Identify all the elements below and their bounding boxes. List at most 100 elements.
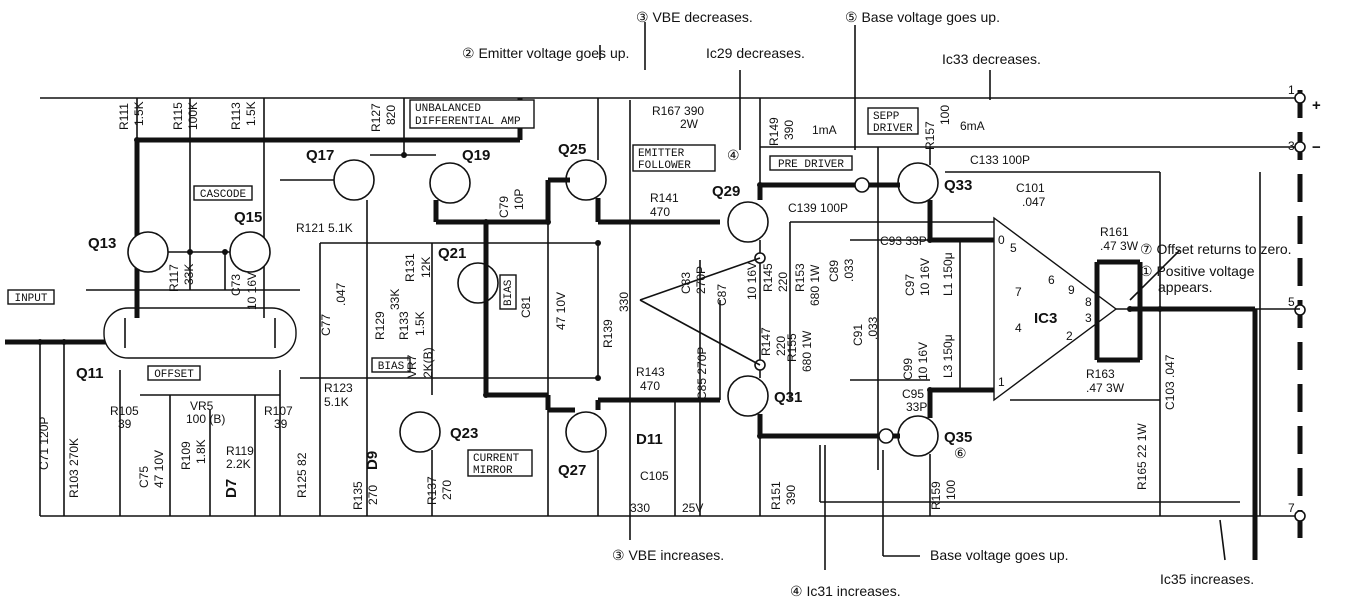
terminal-3[interactable] <box>1294 141 1306 153</box>
svg-text:R125 82: R125 82 <box>295 452 309 498</box>
svg-text:VR7: VR7 <box>405 354 419 378</box>
svg-text:R161: R161 <box>1100 225 1129 239</box>
annotation-step-6: ⑥ <box>954 445 967 461</box>
q31-transistor <box>727 375 769 417</box>
q21-transistor <box>457 262 499 304</box>
svg-text:R117: R117 <box>167 264 181 292</box>
svg-text:270: 270 <box>366 485 380 505</box>
terminal-5[interactable] <box>1294 304 1306 316</box>
svg-text:2W: 2W <box>680 117 699 131</box>
q11-fet-pair <box>103 307 297 359</box>
svg-text:R141: R141 <box>650 191 679 205</box>
q29-transistor <box>727 201 769 243</box>
svg-text:39: 39 <box>118 417 132 431</box>
svg-text:10P: 10P <box>512 189 526 210</box>
svg-text:3: 3 <box>1085 311 1092 325</box>
terminal-7[interactable] <box>1294 510 1306 522</box>
svg-text:R153: R153 <box>793 263 807 292</box>
svg-text:C85 270P: C85 270P <box>695 347 709 400</box>
svg-text:820: 820 <box>384 105 398 125</box>
svg-text:220: 220 <box>774 336 788 356</box>
annotation-texts: ③ VBE decreases. ⑤ Base voltage goes up.… <box>462 9 1292 599</box>
svg-text:10 16V: 10 16V <box>745 262 759 300</box>
svg-text:R121 5.1K: R121 5.1K <box>296 221 353 235</box>
svg-text:C83: C83 <box>679 272 693 294</box>
svg-text:12K: 12K <box>419 257 433 278</box>
terminal-1[interactable] <box>1294 92 1306 104</box>
svg-text:R131: R131 <box>403 253 417 282</box>
ic3-label: IC3 <box>1034 310 1057 327</box>
svg-text:1.5K: 1.5K <box>244 101 258 126</box>
q17-label: Q17 <box>306 147 334 164</box>
svg-text:R109: R109 <box>179 441 193 470</box>
svg-text:33K: 33K <box>182 264 196 285</box>
current-label: CURRENT <box>473 453 520 465</box>
q23-label: Q23 <box>450 425 478 442</box>
svg-text:10 16V: 10 16V <box>245 272 259 310</box>
svg-text:R129: R129 <box>373 311 387 340</box>
svg-text:R133: R133 <box>397 311 411 340</box>
svg-text:D9: D9 <box>364 451 381 470</box>
boxed-labels: INPUT CASCODE UNBALANCED DIFFERENTIAL AM… <box>7 99 919 477</box>
svg-text:R111: R111 <box>117 103 131 130</box>
annotation-ic29-decreases: Ic29 decreases. <box>706 45 805 61</box>
svg-text:.047: .047 <box>1022 195 1046 209</box>
svg-text:25V: 25V <box>682 501 703 515</box>
svg-text:2: 2 <box>1066 329 1073 343</box>
annotation-leaders <box>599 22 1226 570</box>
svg-text:R105: R105 <box>110 404 139 418</box>
q15-label: Q15 <box>234 209 262 226</box>
svg-text:C75: C75 <box>137 466 151 488</box>
svg-text:R151: R151 <box>769 481 783 510</box>
q25-transistor <box>565 159 607 201</box>
pre-driver-label: PRE DRIVER <box>778 159 844 171</box>
svg-text:+: + <box>1312 97 1321 114</box>
svg-text:7: 7 <box>1015 285 1022 299</box>
q23-transistor <box>399 411 441 453</box>
q27-transistor <box>565 411 607 453</box>
power-rails <box>40 90 1306 540</box>
svg-text:7: 7 <box>1288 501 1295 515</box>
svg-text:100K: 100K <box>186 102 200 130</box>
svg-text:R107: R107 <box>264 404 293 418</box>
svg-text:R139: R139 <box>601 319 615 348</box>
annotation-base-voltage-up-bottom: Base voltage goes up. <box>930 547 1069 563</box>
q21-label: Q21 <box>438 245 466 262</box>
svg-text:C91: C91 <box>851 324 865 346</box>
svg-text:10 16V: 10 16V <box>916 342 930 380</box>
svg-text:R149: R149 <box>767 117 781 146</box>
svg-text:C79: C79 <box>497 196 511 218</box>
annotation-appears: appears. <box>1158 279 1212 295</box>
q33-label: Q33 <box>944 177 972 194</box>
svg-text:D11: D11 <box>636 431 663 448</box>
svg-text:C103 .047: C103 .047 <box>1163 354 1177 410</box>
svg-text:R135: R135 <box>351 481 365 510</box>
svg-text:R165 22 1W: R165 22 1W <box>1135 423 1149 490</box>
q33-transistor <box>897 162 939 204</box>
svg-text:C105: C105 <box>640 469 669 483</box>
svg-text:R155: R155 <box>785 333 799 362</box>
svg-text:C101: C101 <box>1016 181 1045 195</box>
q13-label: Q13 <box>88 235 116 252</box>
q11-label: Q11 <box>76 365 104 382</box>
sepp-label: SEPP <box>873 111 900 123</box>
svg-text:100: 100 <box>938 105 952 125</box>
svg-text:1.5K: 1.5K <box>413 311 427 336</box>
svg-text:100: 100 <box>944 480 958 500</box>
svg-text:C139 100P: C139 100P <box>788 201 848 215</box>
svg-text:2.2K: 2.2K <box>226 457 251 471</box>
ic-pin-labels: 0 5 6 9 7 8 3 4 2 1 <box>998 233 1092 389</box>
component-labels: R111 1.5K R115 100K R113 1.5K R127 820 R… <box>37 101 1177 515</box>
svg-text:L1 150μ: L1 150μ <box>941 252 955 296</box>
svg-text:C93 33P: C93 33P <box>880 234 927 248</box>
emitter-label: EMITTER <box>638 148 685 160</box>
differential-amp-label: DIFFERENTIAL AMP <box>415 116 521 128</box>
svg-text:C95: C95 <box>902 387 924 401</box>
annotation-ic31-increases: ④ Ic31 increases. <box>790 583 901 599</box>
annotation-ic33-decreases: Ic33 decreases. <box>942 51 1041 67</box>
svg-text:C99: C99 <box>901 358 915 380</box>
q35-transistor <box>897 415 939 457</box>
svg-text:47 10V: 47 10V <box>554 292 568 330</box>
svg-text:R157: R157 <box>923 121 937 150</box>
annotation-step-4: ④ <box>727 147 740 163</box>
